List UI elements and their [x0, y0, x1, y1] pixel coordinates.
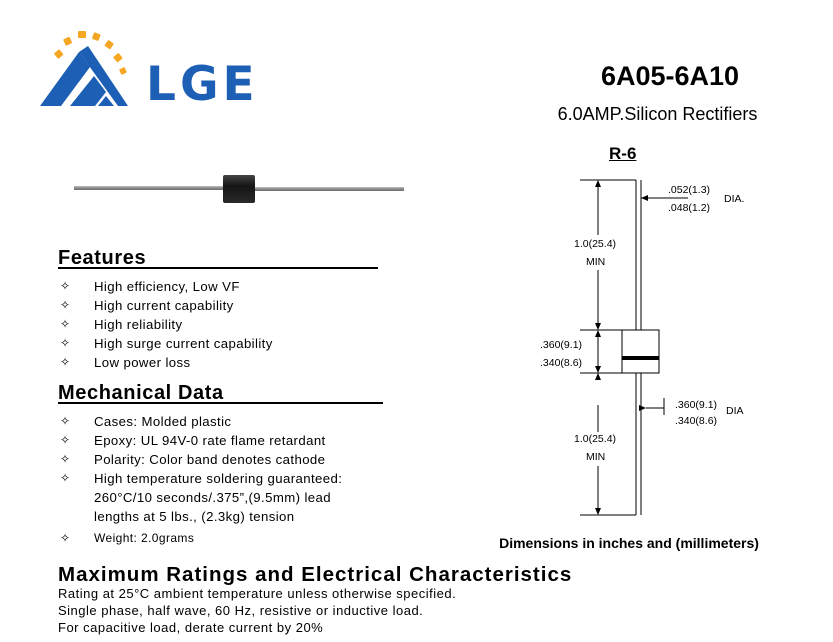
bottom-lead-min: MIN [586, 451, 605, 463]
lead-dia-min: .048(1.2) [668, 202, 710, 214]
list-item: ✧Low power loss [60, 355, 191, 370]
list-item: ✧High temperature soldering guaranteed: … [60, 471, 343, 524]
part-description: 6.0AMP.Silicon Rectifiers [557, 104, 758, 124]
bottom-lead-length: 1.0(25.4) [574, 433, 616, 445]
list-item: ✧Epoxy: UL 94V-0 rate flame retardant [60, 433, 326, 448]
list-item: ✧Weight: 2.0grams [60, 529, 480, 548]
package-dimension-diagram: .052(1.3) .048(1.2) DIA. 1.0(25.4) MIN .… [540, 179, 744, 516]
list-item: ✧High current capability [60, 298, 234, 313]
photo-lead-left [74, 186, 224, 190]
mechanical-list: ✧Cases: Molded plastic ✧Epoxy: UL 94V-0 … [60, 412, 480, 548]
ratings-heading: Maximum Ratings and Electrical Character… [58, 563, 573, 586]
arrow-head [639, 405, 646, 411]
package-label: R-6 [609, 144, 637, 163]
bullet-icon: ✧ [60, 317, 71, 331]
features-heading: Features [58, 247, 147, 269]
list-item: ✧High reliability [60, 317, 183, 332]
bullet-icon: ✧ [60, 355, 71, 369]
bullet-icon: ✧ [60, 433, 71, 447]
bullet-icon: ✧ [60, 531, 71, 545]
body-length-max: .360(9.1) [540, 339, 582, 351]
body-dia-label: DIA [726, 405, 744, 417]
features-heading-rule [58, 267, 378, 269]
photo-body [223, 175, 255, 203]
diode-body [621, 329, 660, 374]
arrow-head [595, 330, 601, 337]
list-item: ✧Polarity: Color band denotes cathode [60, 452, 326, 467]
body-dia-max: .360(9.1) [675, 399, 717, 411]
dimensions-caption: Dimensions in inches and (millimeters) [499, 535, 759, 551]
lge-logo-graphic [40, 31, 128, 106]
rectifier-photo [74, 175, 404, 203]
arrow-head [595, 373, 601, 380]
bullet-icon: ✧ [60, 298, 71, 312]
top-lead-min: MIN [586, 256, 605, 268]
arrow-head [595, 508, 601, 515]
bullet-icon: ✧ [60, 279, 71, 293]
bullet-icon: ✧ [60, 336, 71, 350]
logo-sun-rays [54, 31, 127, 75]
bullet-icon: ✧ [60, 452, 71, 466]
list-item: ✧Cases: Molded plastic [60, 414, 232, 429]
top-lead-length: 1.0(25.4) [574, 238, 616, 250]
photo-lead-right [254, 187, 404, 191]
arrow-head [595, 180, 601, 187]
bullet-icon: ✧ [60, 471, 71, 485]
logo-triangle [40, 46, 128, 106]
ratings-note-line: For capacitive load, derate current by 2… [58, 620, 324, 635]
cathode-band [622, 356, 659, 360]
features-list: ✧High efficiency, Low VF ✧High current c… [60, 277, 480, 372]
body-length-min: .340(8.6) [540, 357, 582, 369]
ratings-note-line: Single phase, half wave, 60 Hz, resistiv… [58, 603, 424, 618]
arrow-head [595, 323, 601, 330]
brand-logo-text: LGE [146, 57, 259, 112]
lead-dia-max: .052(1.3) [668, 184, 710, 196]
part-number-title: 6A05-6A10 [600, 61, 740, 91]
mechanical-heading: Mechanical Data [58, 382, 224, 404]
lead-dia-label: DIA. [724, 193, 744, 205]
body-dia-min: .340(8.6) [675, 415, 717, 427]
list-item: ✧High surge current capability [60, 336, 273, 351]
mechanical-heading-rule [58, 402, 383, 404]
arrow-head [641, 195, 648, 201]
bullet-icon: ✧ [60, 414, 71, 428]
list-item: ✧High efficiency, Low VF [60, 279, 240, 294]
arrow-head [595, 366, 601, 373]
ratings-note-line: Rating at 25°C ambient temperature unles… [58, 586, 457, 601]
